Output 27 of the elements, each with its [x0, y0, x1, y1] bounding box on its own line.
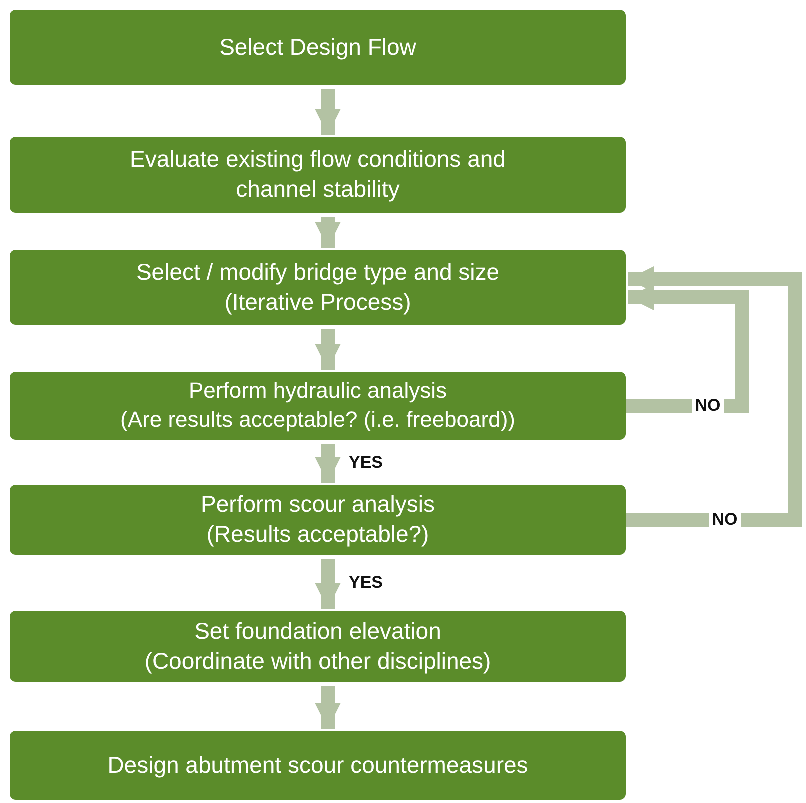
box-text: (Results acceptable?) [206, 520, 430, 549]
box-text: (Iterative Process) [224, 288, 412, 317]
box-text: Select / modify bridge type and size [136, 258, 500, 287]
process-box [10, 250, 626, 325]
box-text: Perform hydraulic analysis [189, 377, 447, 406]
box-text: (Coordinate with other disciplines) [144, 646, 492, 676]
edge-label: NO [692, 396, 724, 416]
arrow [315, 686, 341, 729]
box-text: Perform scour analysis [201, 490, 435, 520]
arrow [315, 89, 341, 135]
process-box [10, 372, 626, 440]
arrow [626, 266, 802, 527]
edge-label: NO [709, 510, 741, 530]
box-text: Set foundation elevation [194, 616, 442, 646]
box-text: Select Design Flow [220, 32, 416, 62]
box-text: (Are results acceptable? (i.e. freeboard)) [120, 406, 516, 434]
arrow [315, 217, 341, 248]
process-box [10, 611, 626, 682]
process-box [10, 137, 626, 213]
process-box [10, 731, 626, 800]
box-text: Evaluate existing flow conditions and channel stability [129, 145, 507, 204]
process-box [10, 10, 626, 85]
box-text: Design abutment scour countermeasures [108, 750, 528, 780]
process-box [10, 485, 626, 555]
arrow [315, 559, 341, 609]
arrow [315, 444, 341, 483]
arrow [315, 329, 341, 370]
